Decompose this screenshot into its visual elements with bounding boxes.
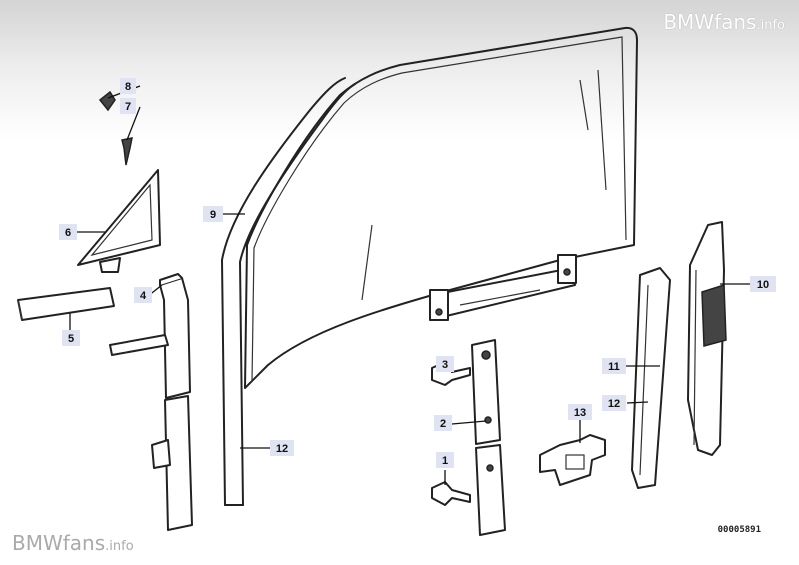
svg-text:3: 3: [442, 359, 448, 371]
rubber-block: [17, 287, 115, 321]
bracket-part-13: [539, 434, 606, 486]
callout-2: 2: [434, 415, 452, 431]
callout-4: 4: [134, 287, 152, 303]
svg-text:13: 13: [574, 407, 586, 419]
svg-text:11: 11: [608, 361, 620, 373]
svg-text:5: 5: [68, 333, 74, 345]
callout-12-left: 12: [270, 440, 294, 456]
clip-part-8: [98, 90, 116, 112]
svg-text:9: 9: [210, 209, 216, 221]
glass-lift-rail: [429, 254, 577, 321]
svg-text:2: 2: [440, 418, 446, 430]
watermark-suffix: .info: [105, 539, 134, 554]
window-channel-seal: [221, 77, 356, 506]
callout-1: 1: [436, 452, 454, 468]
watermark-top: BMWfans.info: [663, 10, 785, 34]
callout-12-right: 12: [602, 395, 626, 411]
callout-5: 5: [62, 330, 80, 346]
callout-9: 9: [203, 206, 223, 222]
right-channel: [631, 267, 671, 489]
callout-6: 6: [59, 224, 77, 240]
callout-3: 3: [436, 356, 454, 372]
watermark-brand: BMWfans: [12, 531, 106, 555]
center-guide-blocks: [431, 339, 506, 536]
mirror-triangle: [77, 169, 161, 273]
svg-text:7: 7: [125, 101, 131, 113]
callout-7: 7: [120, 98, 136, 114]
callout-11: 11: [602, 358, 626, 374]
watermark-bottom: BMWfans.info: [12, 531, 134, 555]
svg-text:8: 8: [125, 81, 131, 93]
window-glass: [244, 26, 638, 389]
svg-text:12: 12: [276, 443, 288, 455]
svg-text:1: 1: [442, 455, 448, 467]
svg-text:4: 4: [140, 290, 147, 302]
svg-text:12: 12: [608, 398, 620, 410]
left-guide-rail: [109, 273, 193, 531]
right-rail: [687, 221, 727, 456]
watermark-brand: BMWfans: [663, 10, 757, 34]
callout-10: 10: [750, 276, 776, 292]
diagram-number: 00005891: [717, 525, 761, 535]
svg-text:6: 6: [65, 227, 71, 239]
callout-8: 8: [120, 78, 136, 94]
screw-part-7: [121, 137, 133, 166]
callout-13: 13: [568, 404, 592, 420]
watermark-suffix: .info: [756, 18, 785, 33]
svg-text:10: 10: [757, 279, 769, 291]
